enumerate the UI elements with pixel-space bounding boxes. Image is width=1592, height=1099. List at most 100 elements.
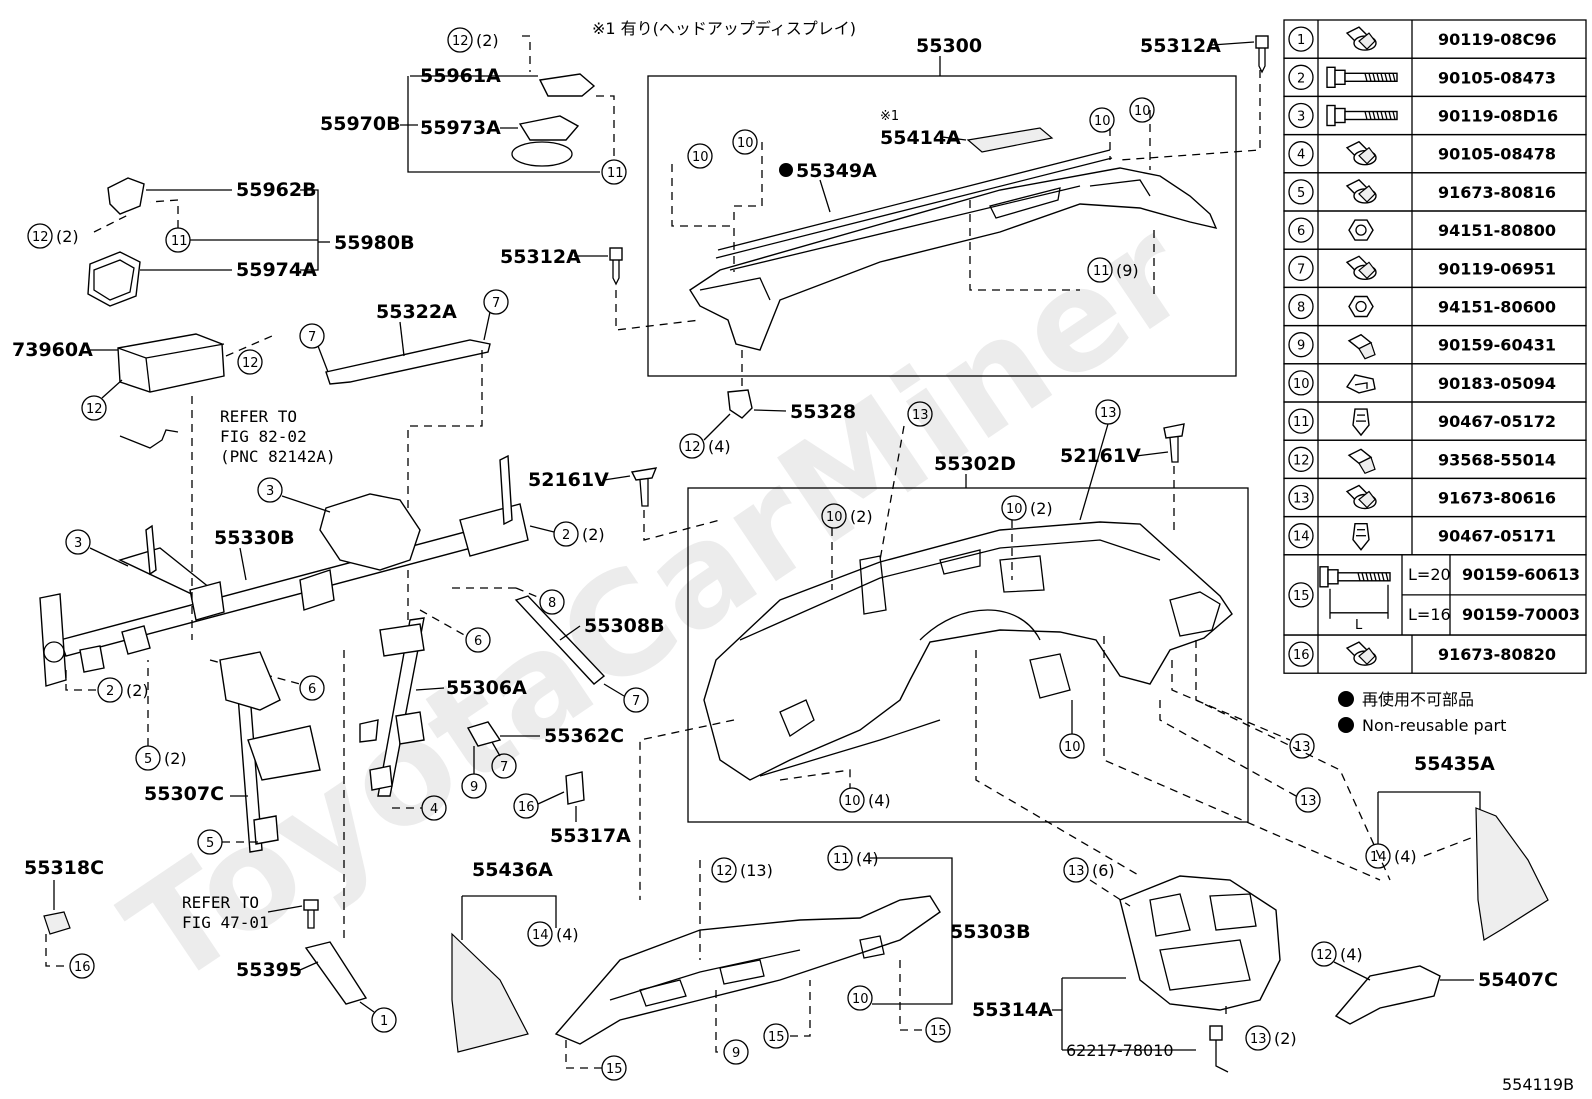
label-55317A: 55317A [550,825,631,847]
flange-bolt-icon [1345,484,1377,510]
callout-13-c: 13 [1289,733,1315,759]
table-ref-1: 1 [1288,26,1314,52]
label-55328: 55328 [790,401,856,423]
sensor-62217 [1209,1025,1229,1073]
table-ref-7: 7 [1288,255,1314,281]
svg-text:12: 12 [86,402,103,417]
svg-text:13: 13 [912,408,929,423]
callout-12-55303B: 12 [711,857,737,883]
callout-11-55303B: 11 [827,845,853,871]
svg-text:10: 10 [852,992,869,1007]
qty-10-panel-d: (4) [868,791,891,810]
svg-text:7: 7 [500,760,508,775]
callout-12-73960A-b: 12 [81,395,107,421]
table-row: 10 90183-05094 [1283,363,1587,403]
table-ref-8: 8 [1288,293,1314,320]
table-ref-16: 16 [1288,641,1314,667]
svg-text:7: 7 [308,330,316,345]
label-73960A: 73960A [12,339,93,361]
upper-instrument-panel [689,149,1218,351]
part-no: 90119-08C96 [1438,30,1557,49]
hex-nut-icon [1348,219,1374,241]
callout-10-b: 10 [732,129,758,155]
push-clip-icon [1352,408,1370,437]
label-55302D: 55302D [934,453,1016,475]
callout-6-a: 6 [465,627,491,653]
svg-text:7: 7 [632,694,640,709]
note-mark: ※1 [880,109,899,124]
svg-text:13: 13 [1250,1032,1267,1047]
side-panel-55435A [1475,807,1549,941]
qty-14-55435A: (4) [1394,847,1417,866]
brace-55307C [219,651,321,853]
svg-text:11: 11 [1093,264,1110,279]
svg-text:16: 16 [74,960,91,975]
svg-text:12: 12 [1293,453,1310,468]
box-55302D [687,487,1249,823]
part-no: 90105-08473 [1438,68,1556,87]
long-bolt-icon [1326,66,1398,89]
part-no: 90159-60431 [1438,336,1556,355]
legend-en: Non-reusable part [1362,716,1506,735]
table-row: 5 91673-80816 [1283,172,1587,212]
figure-code: 554119B [1502,1075,1574,1094]
svg-text:12: 12 [242,356,259,371]
svg-text:7: 7 [1297,262,1305,277]
label-55322A: 55322A [376,301,457,323]
svg-text:1: 1 [1297,33,1305,48]
svg-text:14: 14 [532,928,549,943]
callout-10-panel-c: 10 [1059,733,1085,759]
callout-10-c: 10 [1089,107,1115,133]
flange-bolt-icon [1345,179,1377,204]
label-55436A: 55436A [472,859,553,881]
callout-16-55318C: 16 [69,953,95,979]
part-no: 91673-80816 [1438,183,1556,202]
svg-text:12: 12 [716,864,733,879]
svg-text:12: 12 [32,230,49,245]
part-no: 90183-05094 [1438,374,1556,393]
label-55970B: 55970B [320,113,401,135]
callout-15-c: 15 [601,1055,627,1081]
bracket-55362C [466,721,502,747]
callout-13-d: 13 [1295,787,1321,813]
lower-instrument-panel [703,521,1233,781]
part-55961A [538,73,596,97]
clip-nut-icon [1345,374,1376,394]
flange-bolt-icon [1345,255,1377,280]
callout-7-55322A-b: 7 [483,289,509,315]
callout-15-a: 15 [763,1023,789,1049]
table-ref-9: 9 [1288,332,1314,358]
table-ref-10: 10 [1288,370,1314,396]
svg-text:2: 2 [1297,71,1305,86]
hex-nut-icon [1348,295,1374,318]
refer-82-line3: (PNC 82142A) [220,447,336,466]
callout-5-left: 5 [135,745,161,771]
non-reusable-mark [779,163,793,177]
svg-text:11: 11 [1293,415,1310,430]
callout-2-right: 2 [553,521,579,547]
svg-text:11: 11 [607,166,624,181]
svg-text:15: 15 [606,1062,623,1077]
svg-text:10: 10 [826,510,843,525]
label-55980B: 55980B [334,232,415,254]
label-55312A-top: 55312A [1140,35,1221,57]
qty-10-panel-b: (2) [1030,499,1053,518]
callout-10-a: 10 [687,143,713,169]
label-55303B: 55303B [950,921,1031,943]
header-note: ※1 有り(ヘッドアップディスプレイ) [592,19,856,38]
table-ref-5: 5 [1288,179,1314,205]
part-no: 90159-60613 [1462,565,1580,584]
callout-7-55322A-a: 7 [299,323,325,349]
screw-icon [1347,448,1376,475]
long-bolt-icon [1319,566,1391,588]
svg-text:3: 3 [266,484,274,499]
callout-7-55362C: 7 [491,753,517,779]
svg-text:5: 5 [206,836,214,851]
svg-text:3: 3 [74,536,82,551]
part-no: 90105-08478 [1438,145,1556,164]
svg-text:12: 12 [684,440,701,455]
